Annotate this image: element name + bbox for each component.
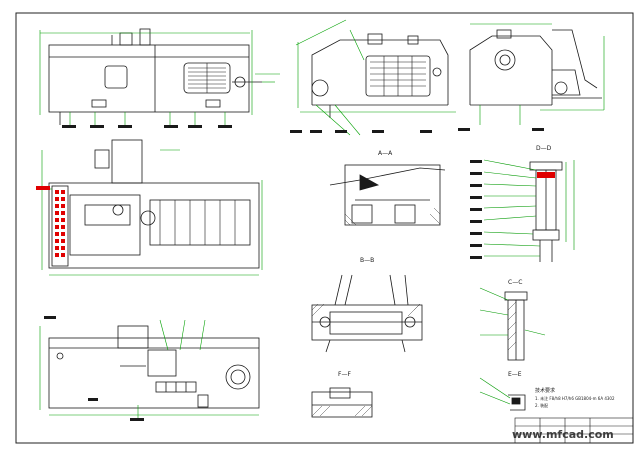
section-d-d-leaders — [483, 159, 575, 257]
lower-elevation-dimensions — [39, 319, 259, 420]
plan-view — [48, 139, 260, 269]
front-elevation-dimensions — [39, 30, 280, 125]
watermark: www.mfcad.com — [512, 428, 614, 441]
pipe-flange — [225, 364, 251, 390]
plan-view-tag — [36, 186, 50, 190]
side-elevation-view — [311, 33, 449, 118]
section-d-d-label: D—D — [536, 145, 552, 152]
notes-title: 技术要求 — [535, 387, 555, 394]
side-elevation-dimensions — [295, 19, 456, 136]
section-f-f-view — [311, 387, 373, 418]
section-b-b-label: B—B — [360, 257, 374, 264]
notes-line-2: 2. 装配 — [535, 402, 548, 408]
section-d-d-view — [529, 161, 563, 262]
section-f-f-label: F—F — [338, 371, 351, 378]
end-elevation-view — [469, 29, 602, 106]
plan-view-hatch — [55, 190, 65, 257]
section-e-e-leaders — [479, 377, 511, 405]
section-e-e-view — [508, 394, 526, 411]
section-b-b-hatch — [311, 303, 421, 317]
technical-notes: 技术要求 1. 未注 F8/h8 H7/h6 GB1804-m 6A 4302 … — [535, 387, 615, 408]
section-a-a-label: A—A — [378, 150, 393, 157]
section-c-c-label: C—C — [508, 279, 522, 286]
lower-elevation-view — [48, 325, 260, 409]
notes-line-1: 1. 未注 F8/h8 H7/h6 GB1804-m 6A 4302 — [535, 395, 615, 401]
drawing-border — [15, 12, 634, 444]
section-b-b-view — [311, 274, 423, 353]
title-block — [514, 417, 634, 444]
end-elevation-dimensions — [470, 23, 605, 125]
section-c-c-hatch — [507, 301, 517, 351]
section-c-c-leaders — [479, 287, 546, 336]
section-e-e-label: E—E — [508, 371, 522, 378]
section-f-f-hatch — [311, 405, 373, 417]
pump-circle — [494, 49, 516, 71]
plan-view-dimensions — [40, 149, 263, 276]
section-a-a-hatch — [344, 207, 441, 226]
section-d-d-marker — [537, 172, 555, 178]
front-elevation-view — [48, 28, 262, 125]
section-a-a-view — [329, 164, 446, 226]
callout-tags — [44, 128, 544, 421]
front-elevation-callouts — [62, 125, 232, 128]
